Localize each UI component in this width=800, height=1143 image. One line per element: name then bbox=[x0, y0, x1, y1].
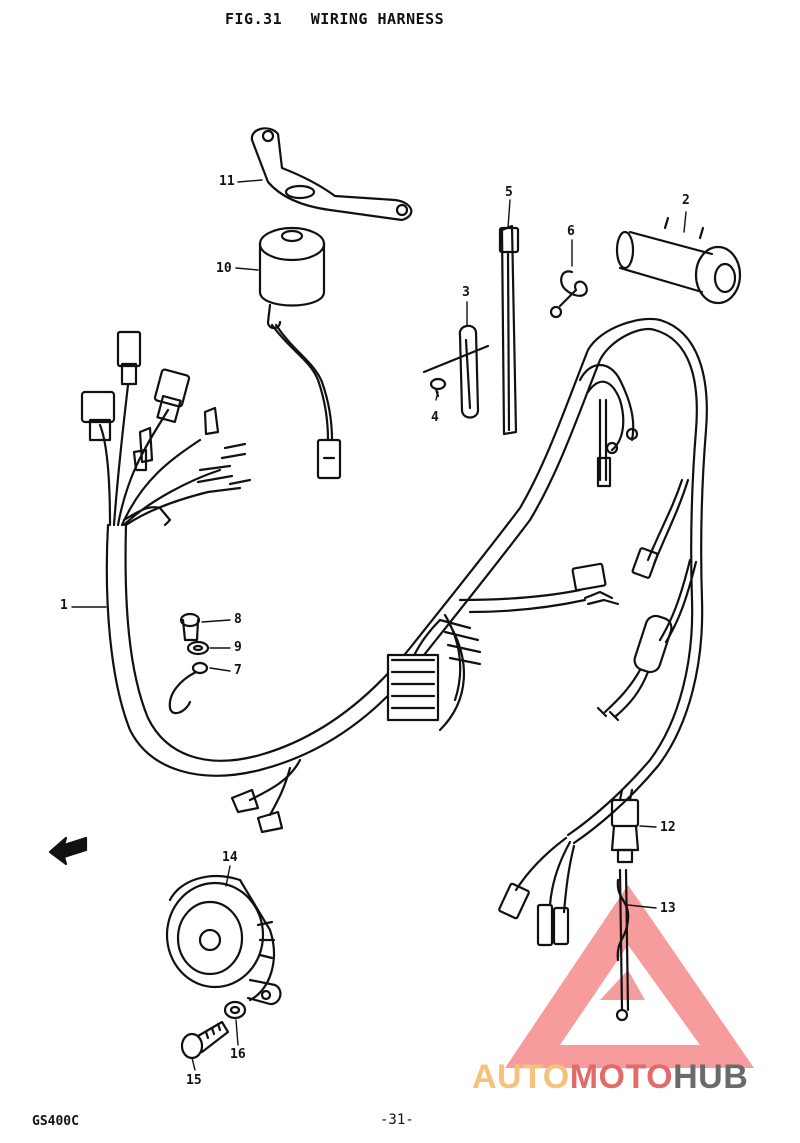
model-code: GS400C bbox=[32, 1114, 79, 1129]
callout-13: 13 bbox=[660, 901, 676, 916]
watermark-text: AUTOMOTOHUB bbox=[472, 1058, 749, 1096]
clip-part-6 bbox=[549, 270, 588, 319]
callout-9: 9 bbox=[234, 640, 242, 655]
callout-2: 2 bbox=[682, 193, 690, 208]
switch-part-12 bbox=[610, 788, 640, 864]
watermark-logo-icon bbox=[505, 885, 754, 1068]
leader-lines bbox=[71, 179, 687, 1071]
callout-5: 5 bbox=[505, 185, 513, 200]
ignition-switch-part-10 bbox=[258, 226, 342, 480]
bracket-part-11 bbox=[250, 127, 413, 222]
washer-part-9 bbox=[186, 640, 210, 656]
relay-part-2 bbox=[615, 216, 742, 305]
callout-12: 12 bbox=[660, 820, 676, 835]
clamp-part-3 bbox=[422, 324, 490, 419]
spring-part-13 bbox=[615, 868, 630, 1022]
main-harness-part-1 bbox=[80, 317, 708, 947]
page-number: -31- bbox=[380, 1112, 414, 1128]
callout-1: 1 bbox=[60, 598, 68, 613]
callout-7: 7 bbox=[234, 663, 242, 678]
callout-8: 8 bbox=[234, 612, 242, 627]
bolt-part-15 bbox=[180, 1020, 230, 1060]
callout-11: 11 bbox=[219, 174, 235, 189]
callout-10: 10 bbox=[216, 261, 232, 276]
callout-16: 16 bbox=[230, 1047, 246, 1062]
horn-part-14 bbox=[165, 875, 282, 1006]
callout-4: 4 bbox=[431, 410, 439, 425]
figure-title: FIG.31 WIRING HARNESS bbox=[225, 10, 445, 28]
callout-3: 3 bbox=[462, 285, 470, 300]
bolt-part-8 bbox=[179, 612, 201, 642]
strap-part-5 bbox=[498, 224, 520, 436]
callout-14: 14 bbox=[222, 850, 238, 865]
hook-part-7 bbox=[168, 661, 209, 715]
washer-part-16 bbox=[223, 1000, 247, 1020]
front-arrow-icon bbox=[48, 836, 88, 866]
callout-6: 6 bbox=[567, 224, 575, 239]
callout-15: 15 bbox=[186, 1073, 202, 1088]
